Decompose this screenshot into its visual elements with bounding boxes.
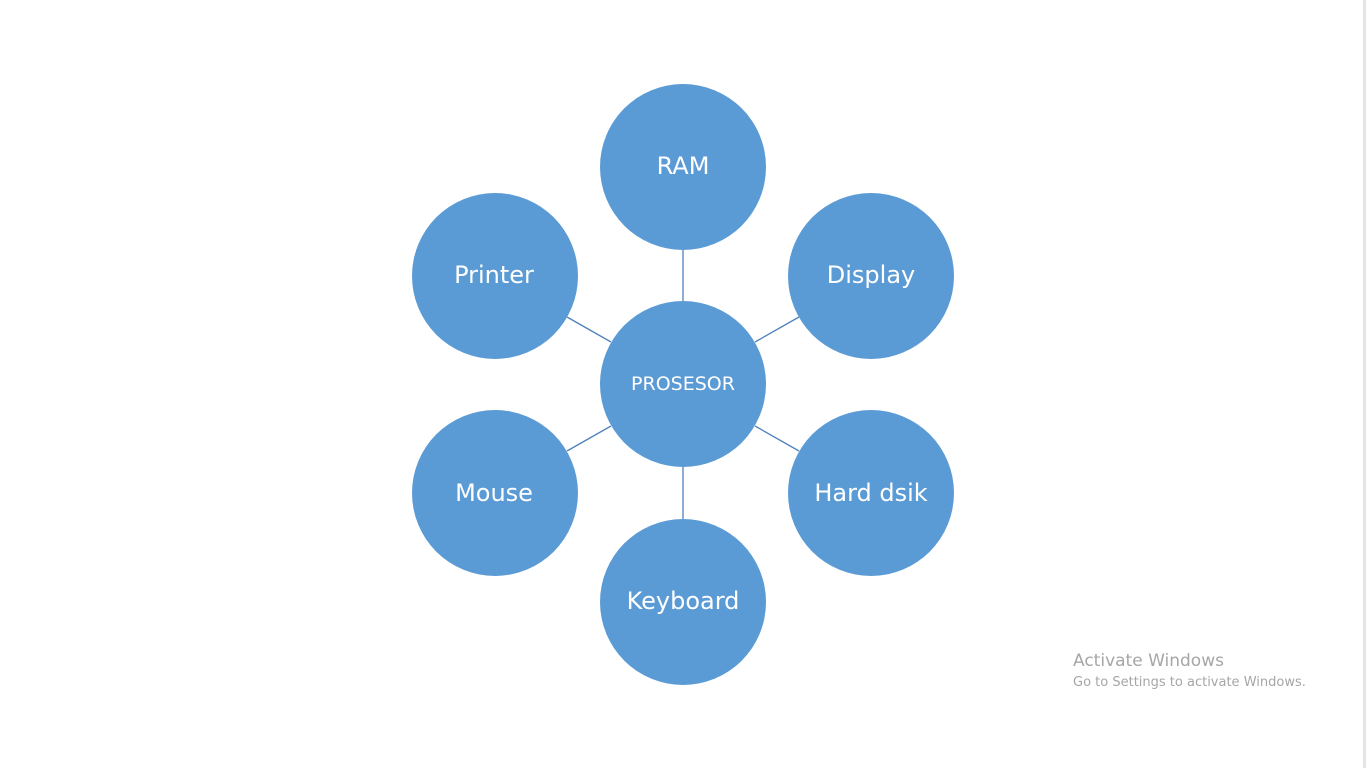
node-ram-label: RAM	[657, 152, 710, 180]
node-mouse-circle	[412, 410, 578, 576]
node-hard-disk-label: Hard dsik	[814, 479, 927, 507]
connector-display	[754, 316, 800, 343]
node-hard-disk[interactable]: Hard dsik	[788, 410, 954, 576]
activate-windows-watermark: Activate Windows Go to Settings to activ…	[1073, 650, 1306, 694]
node-display-label: Display	[827, 261, 915, 289]
center-node[interactable]: PROSESOR	[600, 301, 766, 467]
connector-mouse	[566, 425, 612, 452]
node-printer[interactable]: Printer	[412, 193, 578, 359]
node-printer-label: Printer	[454, 261, 534, 289]
center-node-label: PROSESOR	[631, 373, 735, 395]
node-hard-disk-circle	[788, 410, 954, 576]
node-mouse-label: Mouse	[455, 479, 533, 507]
node-keyboard-label: Keyboard	[627, 587, 740, 615]
center-node-circle	[600, 301, 766, 467]
slide-right-border	[1363, 0, 1366, 768]
node-printer-circle	[412, 193, 578, 359]
node-keyboard-circle	[600, 519, 766, 685]
node-mouse[interactable]: Mouse	[412, 410, 578, 576]
node-keyboard[interactable]: Keyboard	[600, 519, 766, 685]
node-display-circle	[788, 193, 954, 359]
connector-printer	[566, 316, 612, 343]
watermark-title: Activate Windows	[1073, 651, 1224, 671]
node-ram[interactable]: RAM	[600, 84, 766, 250]
connector-hard-disk	[754, 425, 800, 452]
watermark-subtitle: Go to Settings to activate Windows.	[1073, 675, 1306, 690]
node-display[interactable]: Display	[788, 193, 954, 359]
node-ram-circle	[600, 84, 766, 250]
